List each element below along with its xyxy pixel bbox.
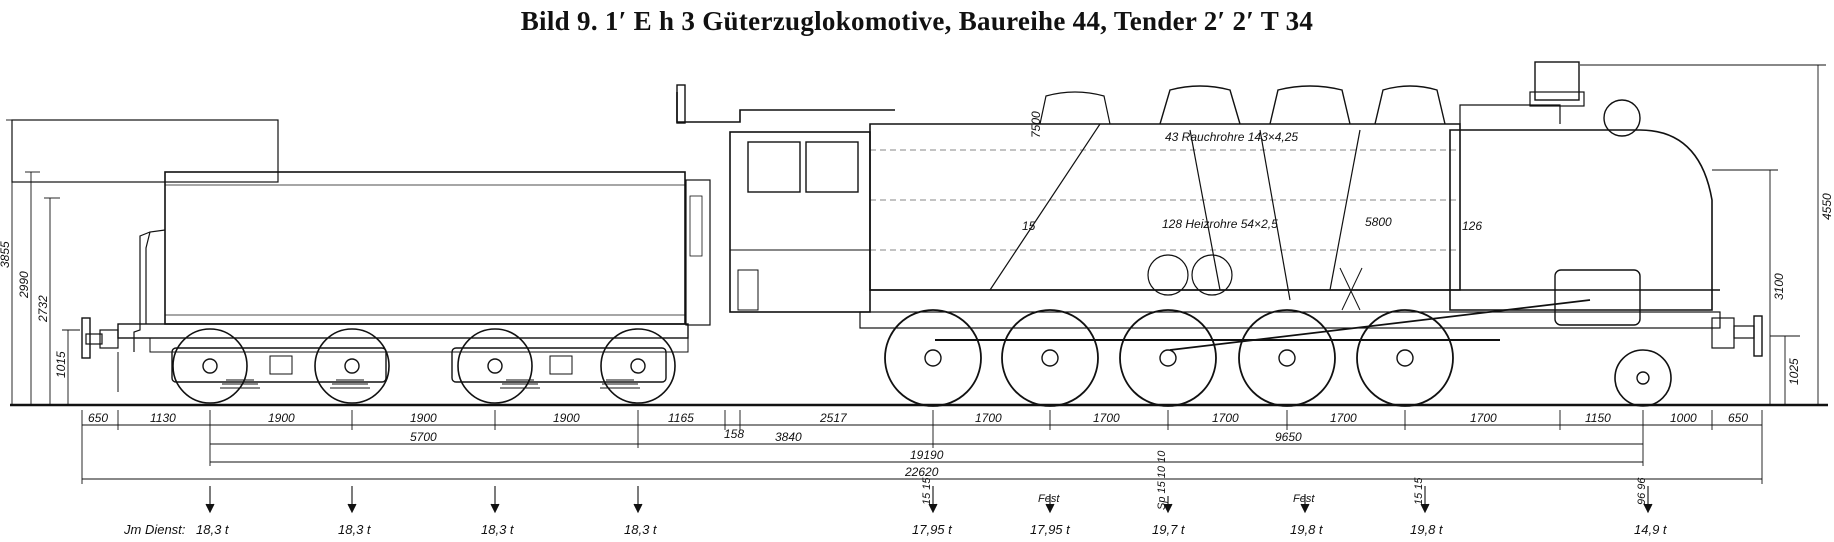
- total-length: 22620: [904, 465, 939, 479]
- left-dim-2732: 2732: [36, 295, 50, 323]
- axle-note-5: 15 15: [1413, 477, 1425, 505]
- axle-load-7: 19,7 t: [1152, 522, 1186, 537]
- left-dim-1015: 1015: [54, 351, 68, 378]
- axle-load-3: 18,3 t: [481, 522, 515, 537]
- tender-wheels: [172, 328, 676, 404]
- dim-2517: 2517: [819, 411, 848, 425]
- axle-note-6: 96 96: [1636, 477, 1648, 505]
- right-vertical-dimensions: [1580, 64, 1826, 405]
- dim-1900-c: 1900: [553, 411, 580, 425]
- total-wheelbase: 19190: [910, 448, 944, 462]
- axle-note-3: Sp 15 10 10: [1156, 450, 1168, 510]
- drawing-title: Bild 9. 1′ E h 3 Güterzuglokomotive, Bau…: [520, 6, 1314, 36]
- left-vertical-dimensions: [6, 119, 80, 405]
- axle-loads-label: Jm Dienst:: [123, 522, 186, 537]
- smoke-tubes-label: 43 Rauchrohre 143×4,25: [1165, 130, 1298, 144]
- axle-note-4: Fest: [1293, 493, 1315, 505]
- horizontal-dimension-lines: [81, 410, 1763, 484]
- dim-1700-e: 1700: [1470, 411, 1497, 425]
- dim-5700: 5700: [410, 430, 437, 444]
- dim-9650: 9650: [1275, 430, 1302, 444]
- dim-650-right: 650: [1728, 411, 1748, 425]
- dim-650-left: 650: [88, 411, 108, 425]
- offset-7500-label: 7500: [1029, 111, 1043, 138]
- dim-1000: 1000: [1670, 411, 1697, 425]
- dim-1700-b: 1700: [1093, 411, 1120, 425]
- offset-15-label: 15: [1022, 219, 1036, 233]
- dim-1165: 1165: [668, 411, 694, 425]
- dim-1900-a: 1900: [268, 411, 295, 425]
- offset-126-label: 126: [1462, 219, 1482, 233]
- dim-1130: 1130: [150, 411, 176, 425]
- right-dim-4550: 4550: [1820, 193, 1834, 220]
- locomotive: [676, 61, 1763, 357]
- dim-1900-b: 1900: [410, 411, 437, 425]
- axle-load-10: 14,9 t: [1634, 522, 1668, 537]
- axle-load-2: 18,3 t: [338, 522, 372, 537]
- heat-tubes-label: 128 Heizrohre 54×2,5: [1162, 217, 1278, 231]
- axle-load-arrows: [205, 486, 1653, 514]
- axle-load-9: 19,8 t: [1410, 522, 1444, 537]
- axle-load-6: 17,95 t: [1030, 522, 1071, 537]
- axle-note-2: Fest: [1038, 493, 1060, 505]
- tube-length-label: 5800: [1365, 215, 1392, 229]
- tender: [11, 119, 711, 392]
- dim-3840: 3840: [775, 430, 802, 444]
- locomotive-wheels: [884, 309, 1672, 407]
- dim-1700-c: 1700: [1212, 411, 1239, 425]
- left-dim-2990: 2990: [17, 271, 31, 299]
- dim-158: 158: [724, 427, 744, 441]
- axle-load-5: 17,95 t: [912, 522, 953, 537]
- axle-load-8: 19,8 t: [1290, 522, 1324, 537]
- right-dim-3100: 3100: [1772, 273, 1786, 300]
- right-dim-1025: 1025: [1787, 358, 1801, 385]
- axle-load-1: 18,3 t: [196, 522, 230, 537]
- axle-load-4: 18,3 t: [624, 522, 658, 537]
- dim-1150: 1150: [1585, 411, 1611, 425]
- dim-1700-a: 1700: [975, 411, 1002, 425]
- dim-1700-d: 1700: [1330, 411, 1357, 425]
- axle-note-1: 15 15: [921, 477, 933, 505]
- left-dim-3855: 3855: [0, 241, 12, 268]
